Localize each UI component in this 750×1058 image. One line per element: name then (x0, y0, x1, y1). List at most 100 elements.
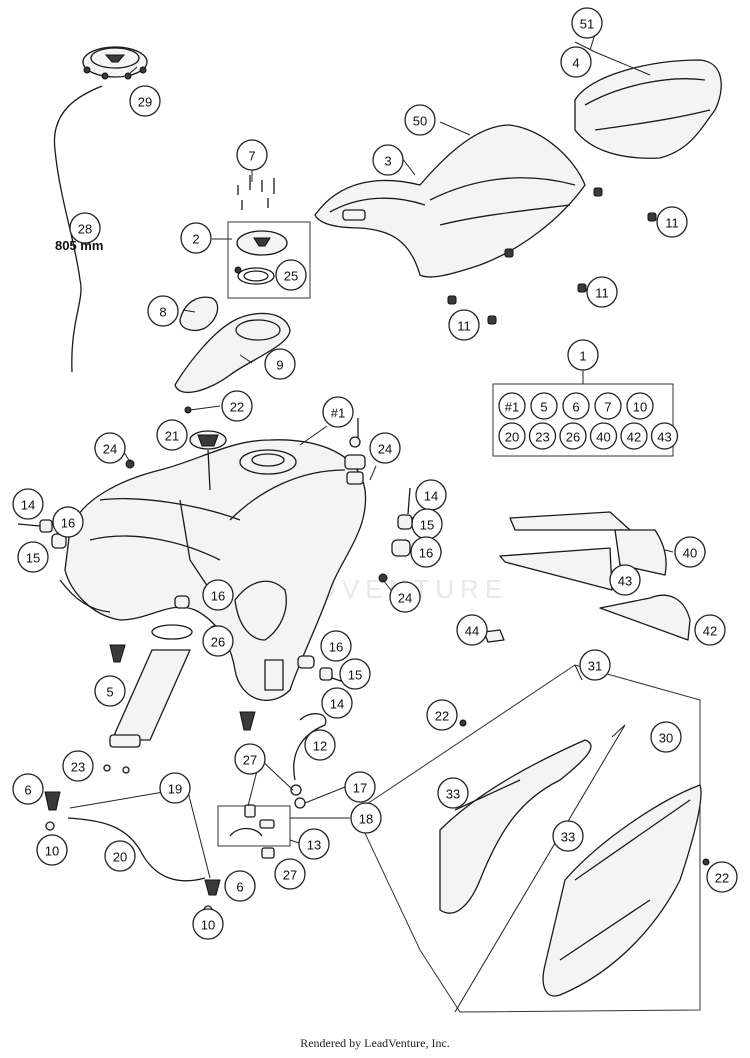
callout-label: 14 (424, 489, 438, 504)
callout-27a: 27 (234, 743, 266, 775)
clip (483, 629, 505, 643)
callout-1b: #1 (322, 396, 354, 428)
callout-label: 17 (353, 781, 367, 796)
callout-label: 5 (106, 685, 113, 700)
callout-14c: 14 (321, 687, 353, 719)
callout-33b: 33 (552, 820, 584, 852)
filler-pipe (109, 624, 193, 748)
callout-11c: 11 (448, 309, 480, 341)
screw-22b (459, 719, 467, 727)
kit-item-label: 20 (505, 430, 519, 445)
callout-11b: 11 (586, 276, 618, 308)
kit-item-label: #1 (505, 400, 519, 415)
callout-label: 1 (579, 349, 586, 364)
callout-9: 9 (264, 348, 296, 380)
callout-50: 50 (404, 104, 436, 136)
screw-24b (378, 573, 388, 583)
callout-10a: 10 (36, 834, 68, 866)
callout-16b: 16 (410, 536, 442, 568)
callout-label: 33 (446, 787, 460, 802)
callout-label: 30 (659, 731, 673, 746)
kit-item: 23 (528, 422, 557, 450)
kit-item-label: 6 (572, 400, 579, 415)
callout-label: 31 (588, 659, 602, 674)
callout-24a: 24 (94, 432, 126, 464)
callout-label: 14 (330, 697, 344, 712)
callout-label: 28 (78, 222, 92, 237)
callout-label: 21 (165, 429, 179, 444)
callout-label: 51 (580, 17, 594, 32)
callout-label: 19 (168, 782, 182, 797)
callout-14b: 14 (415, 479, 447, 511)
callout-label: 8 (159, 305, 166, 320)
callout-51: 51 (571, 7, 603, 39)
kit-item: 6 (562, 392, 590, 420)
callout-22c: 22 (706, 861, 738, 893)
callout-label: 25 (284, 269, 298, 284)
fuel-cap-assembly (234, 230, 288, 285)
callout-16a: 16 (52, 506, 84, 538)
callout-25: 25 (275, 259, 307, 291)
kit-item: 42 (620, 422, 648, 450)
kit-item: 43 (650, 422, 679, 450)
screw-22c (702, 858, 710, 866)
callout-label: 27 (283, 868, 297, 883)
callout-23: 23 (62, 750, 94, 782)
cap-assembly-box (227, 221, 311, 299)
callout-33a: 33 (437, 777, 469, 809)
kit-item-label: 43 (657, 430, 671, 445)
screw-24a (125, 459, 135, 469)
kit-item-label: 5 (540, 400, 547, 415)
callout-label: 2 (192, 232, 199, 247)
callout-label: 26 (211, 635, 225, 650)
callout-20: 20 (104, 840, 136, 872)
callout-label: 16 (211, 589, 225, 604)
callout-1: 1 (567, 339, 599, 371)
callout-6b: 6 (224, 870, 256, 902)
callout-label: 13 (307, 838, 321, 853)
rider-seat (314, 124, 586, 278)
callout-label: 14 (21, 498, 35, 513)
kit-item: 20 (498, 422, 526, 450)
callout-label: 10 (201, 918, 215, 933)
callout-label: 24 (398, 591, 412, 606)
callout-label: 22 (230, 400, 244, 415)
callout-label: 11 (595, 286, 609, 301)
return-hose (293, 713, 327, 781)
callout-label: 22 (435, 709, 449, 724)
callout-15b: 15 (411, 508, 443, 540)
seat-fasteners (447, 187, 657, 325)
callout-21: 21 (156, 419, 188, 451)
callout-label: 7 (248, 149, 255, 164)
callout-label: 24 (103, 442, 117, 457)
kit-item: 26 (559, 422, 587, 450)
callout-3: 3 (372, 144, 404, 176)
callout-18: 18 (350, 802, 382, 834)
callout-17: 17 (344, 771, 376, 803)
callout-label: #1 (331, 406, 345, 421)
callout-15c: 15 (339, 658, 371, 690)
fuel-tank (59, 439, 367, 701)
leader-lines (69, 30, 674, 879)
callout-label: 29 (138, 95, 152, 110)
tank-cover (174, 312, 291, 394)
side-cover-left (439, 739, 592, 914)
callout-4: 4 (560, 46, 592, 78)
callout-label: 11 (665, 216, 679, 231)
kit-item-label: 23 (535, 430, 549, 445)
callout-19: 19 (159, 772, 191, 804)
footer-credit: Rendered by LeadVenture, Inc. (300, 1036, 450, 1050)
callout-label: 24 (378, 442, 392, 457)
callout-31: 31 (579, 649, 611, 681)
callout-label: 43 (618, 574, 632, 589)
kit-item: 5 (530, 392, 558, 420)
callout-2: 2 (180, 222, 212, 254)
callout-27b: 27 (274, 858, 306, 890)
callout-24b: 24 (369, 432, 401, 464)
callout-8: 8 (147, 295, 179, 327)
callout-43: 43 (609, 564, 641, 596)
callout-label: 18 (359, 812, 373, 827)
callout-label: 6 (24, 783, 31, 798)
fuel-valves (44, 644, 256, 915)
